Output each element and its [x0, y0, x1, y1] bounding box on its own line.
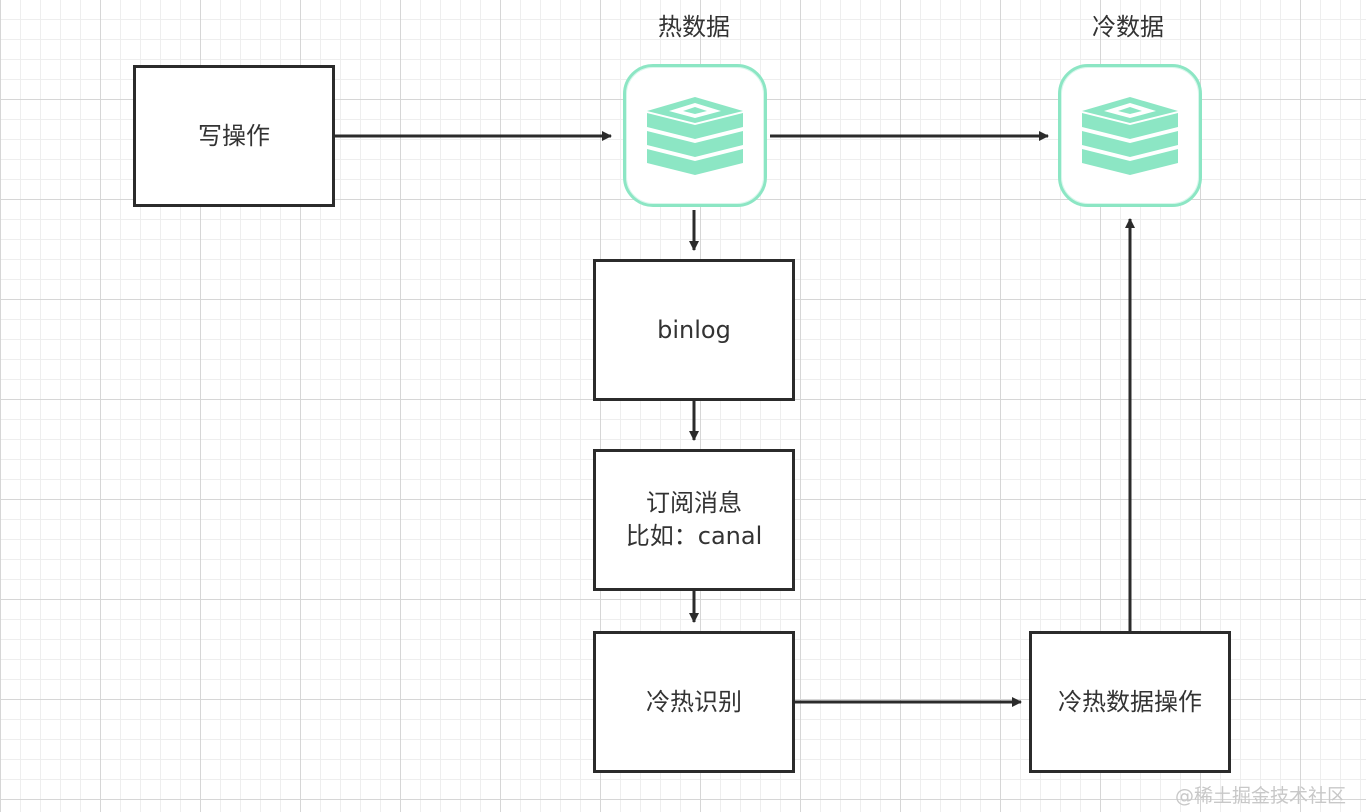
subscribe-message-box[interactable]: 订阅消息 比如：canal — [593, 449, 795, 591]
binlog-text: binlog — [657, 315, 731, 344]
database-stack-icon — [647, 97, 743, 175]
write-operation-box[interactable]: 写操作 — [133, 65, 335, 207]
hot-cold-identify-box[interactable]: 冷热识别 — [593, 631, 795, 773]
subscribe-message-title: 订阅消息 — [646, 489, 742, 517]
watermark: @稀土掘金技术社区 — [1174, 785, 1346, 807]
database-stack-icon — [1082, 97, 1178, 175]
subscribe-message-example: 比如：canal — [625, 522, 763, 550]
hot-data-label: 热数据 — [658, 13, 730, 41]
cold-data-store[interactable] — [1058, 64, 1202, 207]
cold-data-label: 冷数据 — [1092, 13, 1164, 41]
hot-cold-data-op-text: 冷热数据操作 — [1058, 687, 1202, 716]
hot-data-store[interactable] — [623, 64, 767, 207]
hot-cold-identify-text: 冷热识别 — [646, 687, 742, 716]
hot-cold-data-op-box[interactable]: 冷热数据操作 — [1029, 631, 1231, 773]
binlog-box[interactable]: binlog — [593, 259, 795, 401]
write-operation-text: 写操作 — [198, 121, 270, 150]
